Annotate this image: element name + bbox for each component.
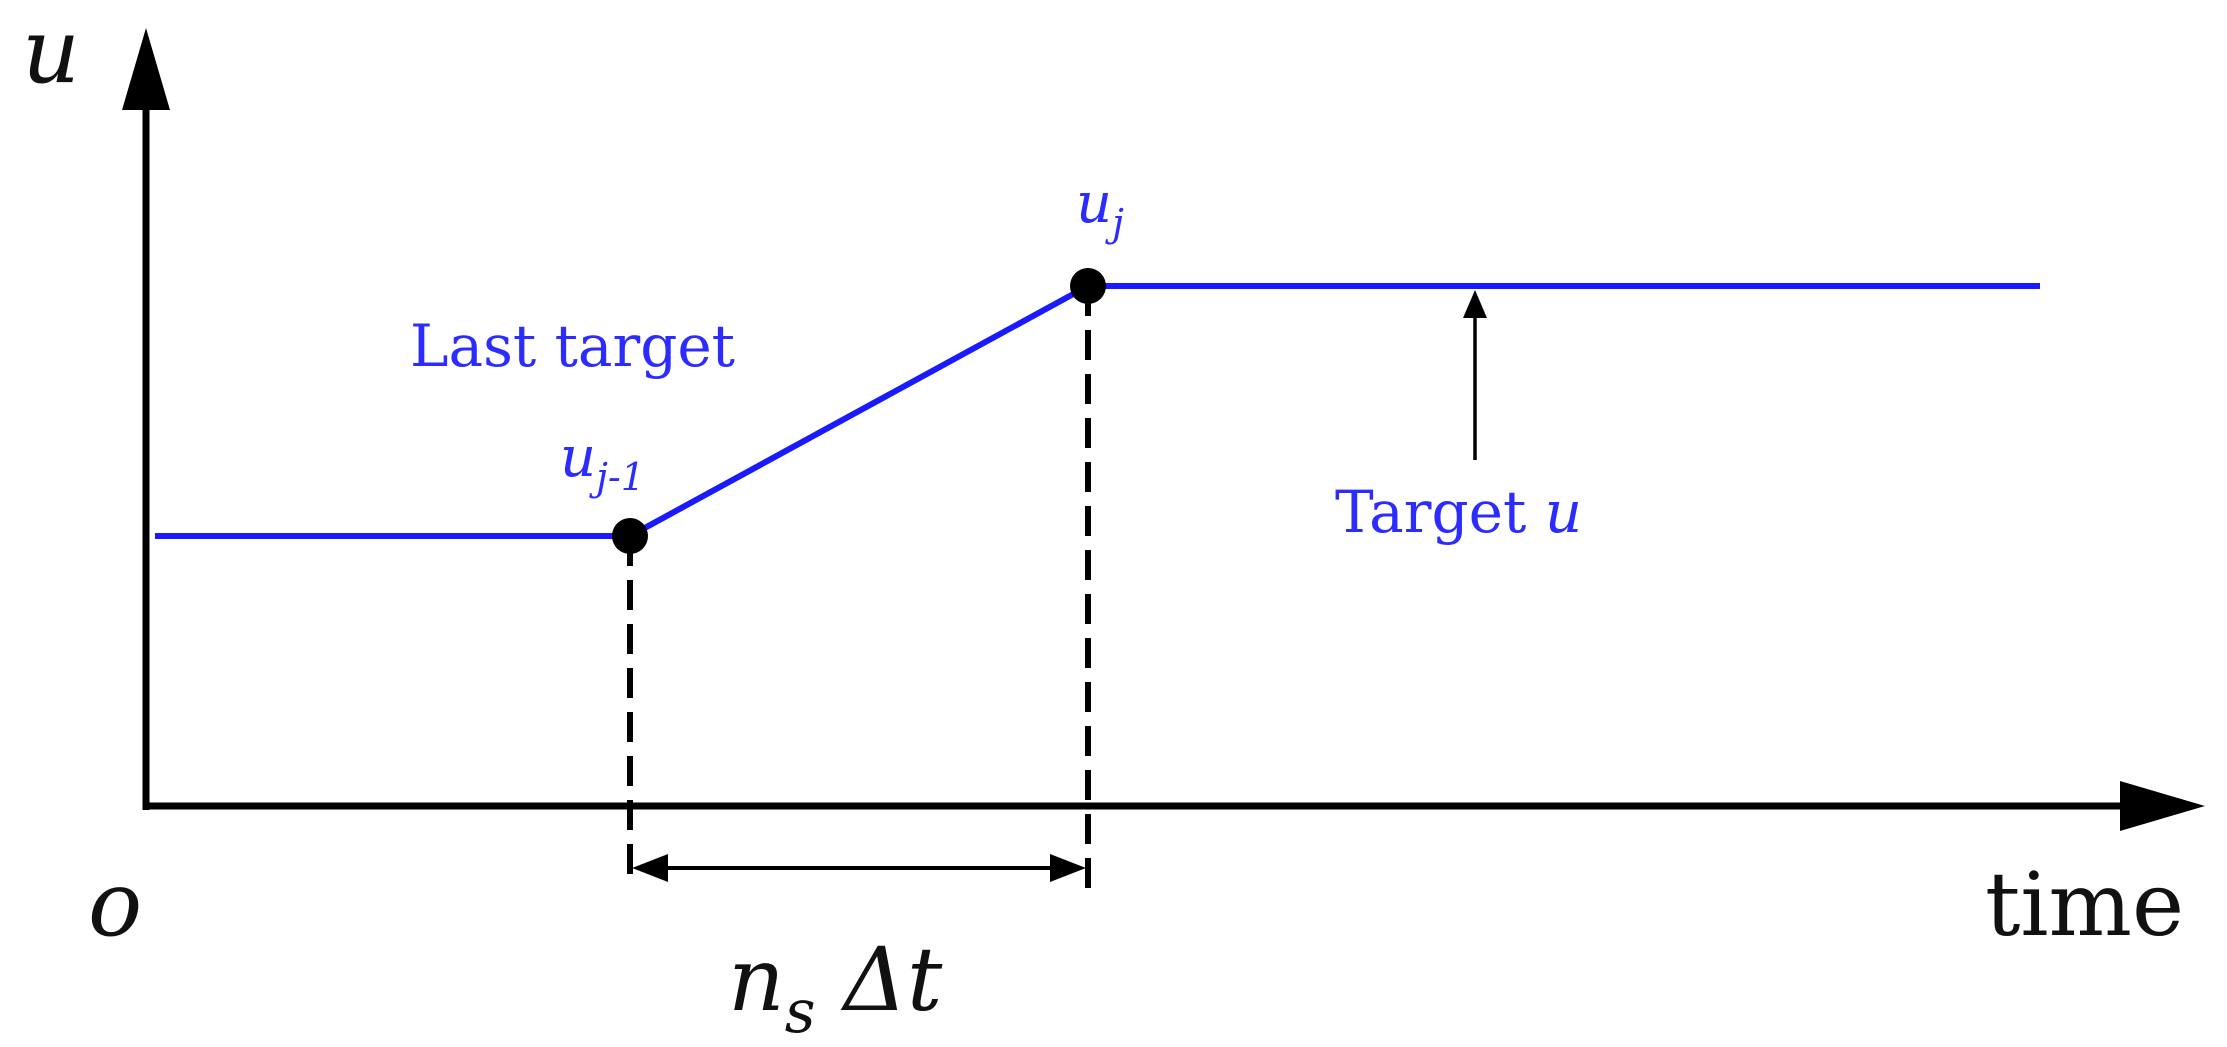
- point-u-j: [1070, 268, 1106, 304]
- point-label-u-j: uj: [1076, 171, 1124, 245]
- last-target-label: Last target: [410, 312, 735, 380]
- interval-label-suffix: Δt: [815, 928, 943, 1031]
- target-pointer-arrowhead: [1463, 290, 1487, 318]
- interval-label-sub: s: [785, 977, 816, 1047]
- y-axis-label: u: [22, 0, 80, 104]
- point-label-u-j-1-sub: j-1: [589, 455, 645, 499]
- origin-label: o: [88, 852, 142, 957]
- point-label-u-j-1-main: u: [560, 425, 596, 490]
- target-u-var: u: [1545, 478, 1582, 546]
- point-label-u-j-main: u: [1076, 171, 1112, 236]
- interval-label: ns Δt: [728, 928, 943, 1047]
- target-u-label: Target u: [1335, 478, 1582, 546]
- y-axis-arrowhead: [122, 28, 170, 110]
- interval-arrowhead-right: [1050, 854, 1086, 882]
- interval-arrowhead-left: [632, 854, 668, 882]
- x-axis-arrowhead: [2120, 781, 2205, 831]
- point-label-u-j-1: uj-1: [560, 425, 645, 499]
- point-u-j-1: [612, 518, 648, 554]
- x-axis-label: time: [1985, 853, 2184, 956]
- interval-label-main: n: [728, 928, 785, 1031]
- target-trajectory-curve: [155, 283, 2040, 539]
- target-u-prefix: Target: [1335, 478, 1545, 546]
